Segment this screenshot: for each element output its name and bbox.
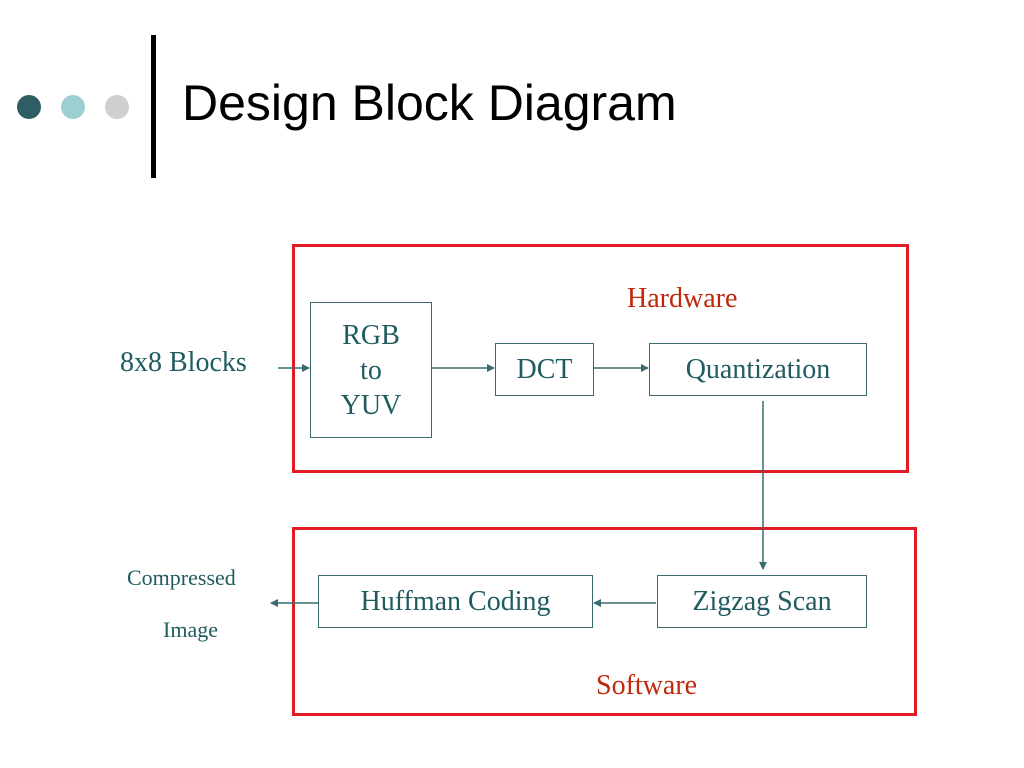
rgb-to-yuv-label: RGB to YUV [340,319,402,421]
quantization-label: Quantization [685,354,831,385]
rgb-to-yuv-block: RGB to YUV [310,302,432,438]
software-region [292,527,917,716]
title-divider [151,35,156,178]
zigzag-scan-label: Zigzag Scan [692,586,832,617]
bullet-dot-gray [105,95,129,119]
hardware-label: Hardware [627,283,738,314]
quantization-block: Quantization [649,343,867,396]
zigzag-scan-block: Zigzag Scan [657,575,867,628]
software-label: Software [596,670,698,701]
hardware-region [292,244,909,473]
dct-block: DCT [495,343,594,396]
bullet-dot-light-teal [61,95,85,119]
slide-title: Design Block Diagram [182,75,677,131]
dct-label: DCT [516,354,573,385]
output-label-line1: Compressed [127,565,236,590]
huffman-coding-label: Huffman Coding [360,586,551,617]
input-label: 8x8 Blocks [120,347,247,378]
output-label-line2: Image [163,617,218,642]
huffman-coding-block: Huffman Coding [318,575,593,628]
bullet-dot-dark [17,95,41,119]
